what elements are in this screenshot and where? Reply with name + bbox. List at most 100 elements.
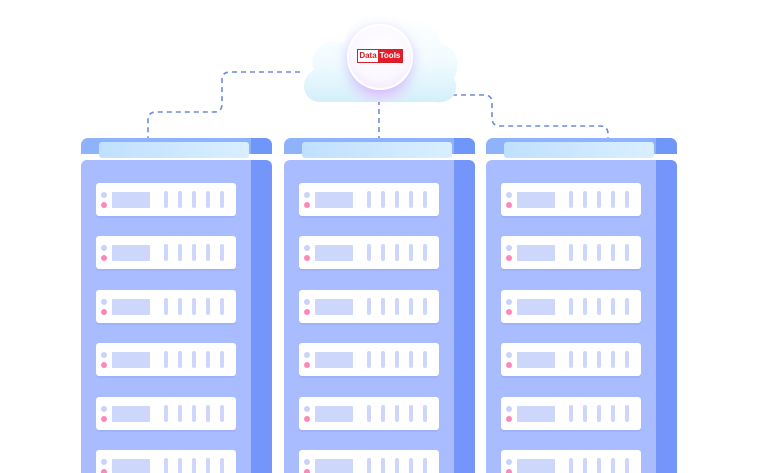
vent-slot xyxy=(164,351,168,368)
vent-slot xyxy=(625,298,629,315)
server-rack-icon xyxy=(284,138,475,473)
vent-slot xyxy=(597,244,601,261)
status-light-icon xyxy=(506,192,512,198)
vent-slot xyxy=(206,351,210,368)
rack-top-edge xyxy=(656,138,677,154)
status-light-icon xyxy=(506,255,512,261)
vent-slot xyxy=(569,298,573,315)
vent-slot xyxy=(583,405,587,422)
server-unit xyxy=(96,183,236,216)
vent-slot xyxy=(220,351,224,368)
vent-slot xyxy=(367,298,371,315)
vent-slot xyxy=(192,244,196,261)
drive-bay-icon xyxy=(517,459,555,473)
vent-slot xyxy=(178,298,182,315)
status-light-icon xyxy=(101,192,107,198)
status-light-icon xyxy=(506,202,512,208)
vent-slot xyxy=(395,351,399,368)
vent-slot xyxy=(625,405,629,422)
vent-slot xyxy=(597,351,601,368)
drive-bay-icon xyxy=(112,192,150,208)
vent-slot xyxy=(164,244,168,261)
vent-slot xyxy=(192,458,196,473)
drive-bay-icon xyxy=(517,406,555,422)
status-light-icon xyxy=(304,245,310,251)
drive-bay-icon xyxy=(112,352,150,368)
server-unit xyxy=(501,343,641,376)
server-unit xyxy=(96,236,236,269)
vent-slot xyxy=(625,191,629,208)
vent-slot xyxy=(409,298,413,315)
vent-slot xyxy=(569,351,573,368)
server-unit xyxy=(299,397,439,430)
status-light-icon xyxy=(101,406,107,412)
server-unit xyxy=(501,450,641,473)
vent-slot xyxy=(597,405,601,422)
drive-bay-icon xyxy=(315,299,353,315)
vent-slot xyxy=(178,244,182,261)
vent-slot xyxy=(569,244,573,261)
status-light-icon xyxy=(506,416,512,422)
vent-slot xyxy=(206,298,210,315)
vent-slot xyxy=(611,351,615,368)
status-light-icon xyxy=(304,459,310,465)
vent-slot xyxy=(220,244,224,261)
vent-slot xyxy=(409,244,413,261)
rack-top-highlight xyxy=(99,142,249,158)
vent-slot xyxy=(569,458,573,473)
drive-bay-icon xyxy=(517,192,555,208)
logo-word-tools: Tools xyxy=(378,50,402,62)
vent-slot xyxy=(220,298,224,315)
status-light-icon xyxy=(101,352,107,358)
rack-side xyxy=(454,160,475,473)
status-light-icon xyxy=(304,352,310,358)
vent-slot xyxy=(192,191,196,208)
vent-slot xyxy=(409,351,413,368)
vent-slot xyxy=(164,405,168,422)
server-unit xyxy=(501,290,641,323)
status-light-icon xyxy=(506,299,512,305)
vent-slot xyxy=(367,351,371,368)
rack-top-edge xyxy=(454,138,475,154)
vent-slot xyxy=(367,405,371,422)
rack-top-highlight xyxy=(302,142,452,158)
status-light-icon xyxy=(304,469,310,473)
server-unit xyxy=(299,290,439,323)
status-light-icon xyxy=(101,245,107,251)
vent-slot xyxy=(381,458,385,473)
vent-slot xyxy=(178,405,182,422)
rack-top-edge xyxy=(251,138,272,154)
server-unit xyxy=(299,236,439,269)
drive-bay-icon xyxy=(315,459,353,473)
status-light-icon xyxy=(304,416,310,422)
vent-slot xyxy=(178,458,182,473)
vent-slot xyxy=(423,191,427,208)
vent-slot xyxy=(220,405,224,422)
drive-bay-icon xyxy=(517,352,555,368)
vent-slot xyxy=(409,405,413,422)
drive-bay-icon xyxy=(315,352,353,368)
vent-slot xyxy=(423,244,427,261)
vent-slot xyxy=(367,458,371,473)
vent-slot xyxy=(395,298,399,315)
vent-slot xyxy=(583,351,587,368)
vent-slot xyxy=(206,191,210,208)
status-light-icon xyxy=(101,459,107,465)
drive-bay-icon xyxy=(315,192,353,208)
status-light-icon xyxy=(506,245,512,251)
vent-slot xyxy=(381,351,385,368)
vent-slot xyxy=(423,298,427,315)
vent-slot xyxy=(206,405,210,422)
vent-slot xyxy=(583,244,587,261)
vent-slot xyxy=(423,351,427,368)
vent-slot xyxy=(395,405,399,422)
status-light-icon xyxy=(506,459,512,465)
rack-side xyxy=(251,160,272,473)
status-light-icon xyxy=(304,299,310,305)
status-light-icon xyxy=(101,255,107,261)
vent-slot xyxy=(395,244,399,261)
link-cloud-rack-3 xyxy=(452,94,609,140)
vent-slot xyxy=(569,191,573,208)
